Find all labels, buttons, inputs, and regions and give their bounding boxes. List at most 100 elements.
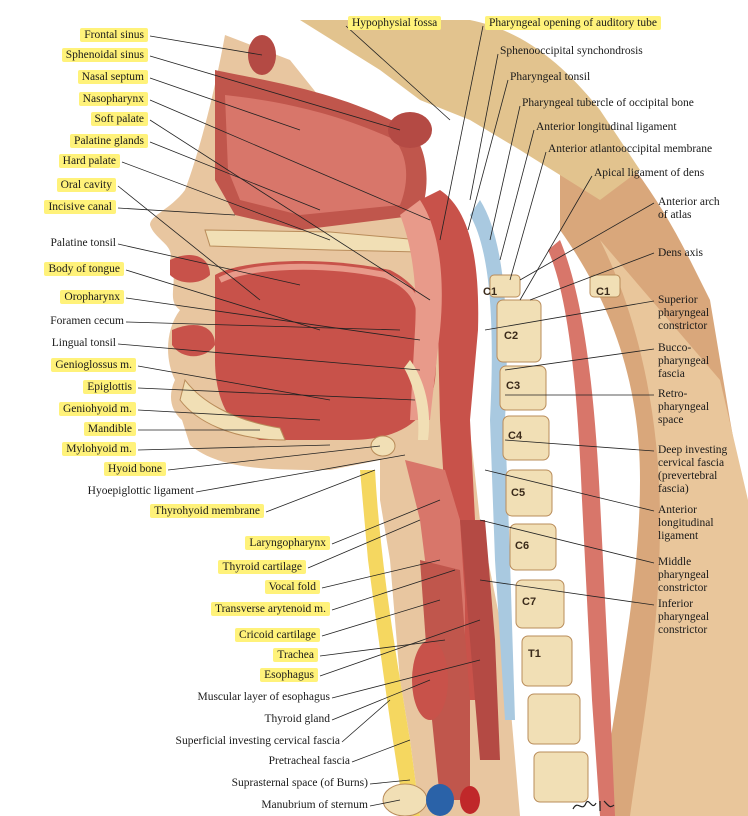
leader-nasal-septum	[149, 77, 301, 131]
mandible-shape	[179, 378, 286, 441]
label-suprasternal-space: Suprasternal space (of Burns)	[231, 777, 368, 789]
leader-transverse-arytenoid	[331, 569, 456, 611]
tongue-surface	[218, 263, 423, 321]
leader-incisive-canal	[117, 207, 236, 216]
leader-manubrium	[369, 799, 401, 807]
label-pharyngeal-opening: Pharyngeal opening of auditory tube	[485, 16, 661, 30]
label-thyroid-cartilage: Thyroid cartilage	[218, 560, 306, 574]
vertebra-c2	[496, 299, 542, 363]
label-laryngopharynx: Laryngopharynx	[245, 536, 330, 550]
label-anterior-longitudinal-ligament-right: Anterior longitudinal ligament	[658, 504, 714, 542]
label-hypophysial-fossa: Hypophysial fossa	[348, 16, 442, 30]
epiglottis-shape	[404, 360, 430, 440]
label-pharyngeal-tonsil: Pharyngeal tonsil	[510, 71, 591, 83]
leader-superior-pharyngeal-constrictor	[484, 300, 655, 331]
leader-apical-ligament-dens	[519, 175, 593, 301]
label-oropharynx: Oropharynx	[60, 290, 124, 304]
upper-lip	[170, 255, 210, 283]
vertebra-t1	[521, 635, 573, 687]
leader-suprasternal-space	[369, 779, 411, 785]
leader-muscular-layer-esophagus	[331, 659, 481, 699]
vertebra-c3	[499, 365, 547, 411]
leader-palatine-glands	[149, 141, 321, 211]
vertebra-c6	[509, 523, 557, 571]
vertebra-c7	[515, 579, 565, 629]
label-cricoid-cartilage: Cricoid cartilage	[235, 628, 320, 642]
leader-laryngopharynx	[331, 499, 441, 545]
label-anterior-atlantooccipital-membrane: Anterior atlantooccipital membrane	[548, 143, 713, 155]
leader-geniohyoid	[137, 409, 321, 421]
label-nasal-septum: Nasal septum	[77, 70, 148, 84]
lower-lip	[172, 325, 215, 357]
label-apical-ligament-dens: Apical ligament of dens	[594, 167, 705, 179]
leader-palatine-tonsil	[117, 243, 301, 286]
label-sphenooccipital-synchondrosis: Sphenooccipital synchondrosis	[500, 45, 643, 57]
leader-anterior-longitudinal-ligament-right	[484, 469, 655, 512]
leader-sphenoidal-sinus	[149, 55, 401, 131]
vertebra-label-c3: C3	[506, 380, 521, 392]
leader-pharyngeal-opening	[439, 25, 484, 241]
label-incisive-canal: Incisive canal	[44, 200, 116, 214]
cervical-spine	[489, 240, 621, 816]
artist-signature	[572, 800, 615, 811]
vertebra-c1	[489, 274, 521, 298]
label-middle-pharyngeal-constrictor: Middle pharyngeal constrictor	[658, 556, 710, 594]
vertebra-c4	[502, 415, 550, 461]
manubrium-shape	[382, 783, 428, 816]
leader-thyrohyoid-membrane	[265, 469, 376, 513]
vertebra-label-c6: C6	[515, 540, 530, 552]
leader-deep-investing-fascia	[504, 439, 655, 452]
label-sphenoidal-sinus: Sphenoidal sinus	[61, 48, 148, 62]
vertebra-label-c5: C5	[511, 487, 526, 499]
leader-frontal-sinus	[149, 35, 263, 56]
leader-foramen-cecum	[125, 321, 401, 331]
label-esophagus: Esophagus	[260, 668, 318, 682]
leader-thyroid-cartilage	[307, 519, 421, 569]
label-superficial-investing-fascia: Superficial investing cervical fascia	[175, 735, 340, 747]
leader-soft-palate	[149, 119, 431, 301]
label-epiglottis: Epiglottis	[83, 380, 136, 394]
vertebra-label-t1: T1	[528, 648, 541, 660]
label-thyrohyoid-membrane: Thyrohyoid membrane	[150, 504, 264, 518]
label-deep-investing-fascia: Deep investing cervical fascia (preverte…	[658, 444, 728, 495]
vessel-blue	[426, 784, 454, 816]
vertebra-c5	[505, 469, 553, 517]
anterior-fat	[360, 470, 420, 816]
label-trachea: Trachea	[273, 648, 318, 662]
vertebra-label-c1-anterior: C1	[483, 286, 498, 298]
leader-superficial-investing-fascia	[341, 699, 391, 743]
vessel-red	[460, 786, 480, 814]
label-hyoid-bone: Hyoid bone	[104, 462, 166, 476]
label-mylohyoid: Mylohyoid m.	[62, 442, 136, 456]
leader-inferior-pharyngeal-constrictor	[479, 579, 655, 606]
vertebra-t2	[527, 693, 581, 745]
label-thyroid-gland: Thyroid gland	[264, 713, 330, 725]
label-retropharyngeal-space: Retro- pharyngeal space	[658, 388, 710, 426]
label-frontal-sinus: Frontal sinus	[80, 28, 148, 42]
label-palatine-tonsil: Palatine tonsil	[50, 237, 116, 249]
leader-buccopharyngeal-fascia	[504, 348, 655, 371]
label-anterior-arch-atlas: Anterior arch of atlas	[658, 196, 720, 221]
leader-thyroid-gland	[331, 679, 431, 721]
label-soft-palate: Soft palate	[90, 112, 148, 126]
leader-dens-axis	[529, 252, 655, 301]
label-anterior-longitudinal-ligament-top: Anterior longitudinal ligament	[536, 121, 677, 133]
leader-esophagus	[319, 619, 481, 677]
label-pretracheal-fascia: Pretracheal fascia	[268, 755, 350, 767]
label-dens-axis: Dens axis	[658, 247, 704, 259]
vertebra-label-c1-posterior: C1	[596, 286, 611, 298]
label-buccopharyngeal-fascia: Bucco- pharyngeal fascia	[658, 342, 710, 380]
skull-base	[300, 20, 640, 200]
leader-lines	[117, 25, 655, 807]
posterior-neck-fat	[600, 240, 748, 816]
nasal-septum-mucosa	[225, 95, 407, 215]
label-vocal-fold: Vocal fold	[264, 580, 320, 594]
label-superior-pharyngeal-constrictor: Superior pharyngeal constrictor	[658, 294, 710, 332]
leader-cricoid-cartilage	[321, 599, 441, 637]
leader-pharyngeal-tubercle	[489, 105, 521, 241]
leader-mylohyoid	[137, 444, 331, 451]
leader-hypophysial-fossa	[345, 25, 451, 121]
hyoid-shape	[370, 435, 396, 457]
leader-pretracheal-fascia	[351, 739, 411, 763]
leader-anterior-longitudinal-ligament-top	[499, 129, 535, 261]
